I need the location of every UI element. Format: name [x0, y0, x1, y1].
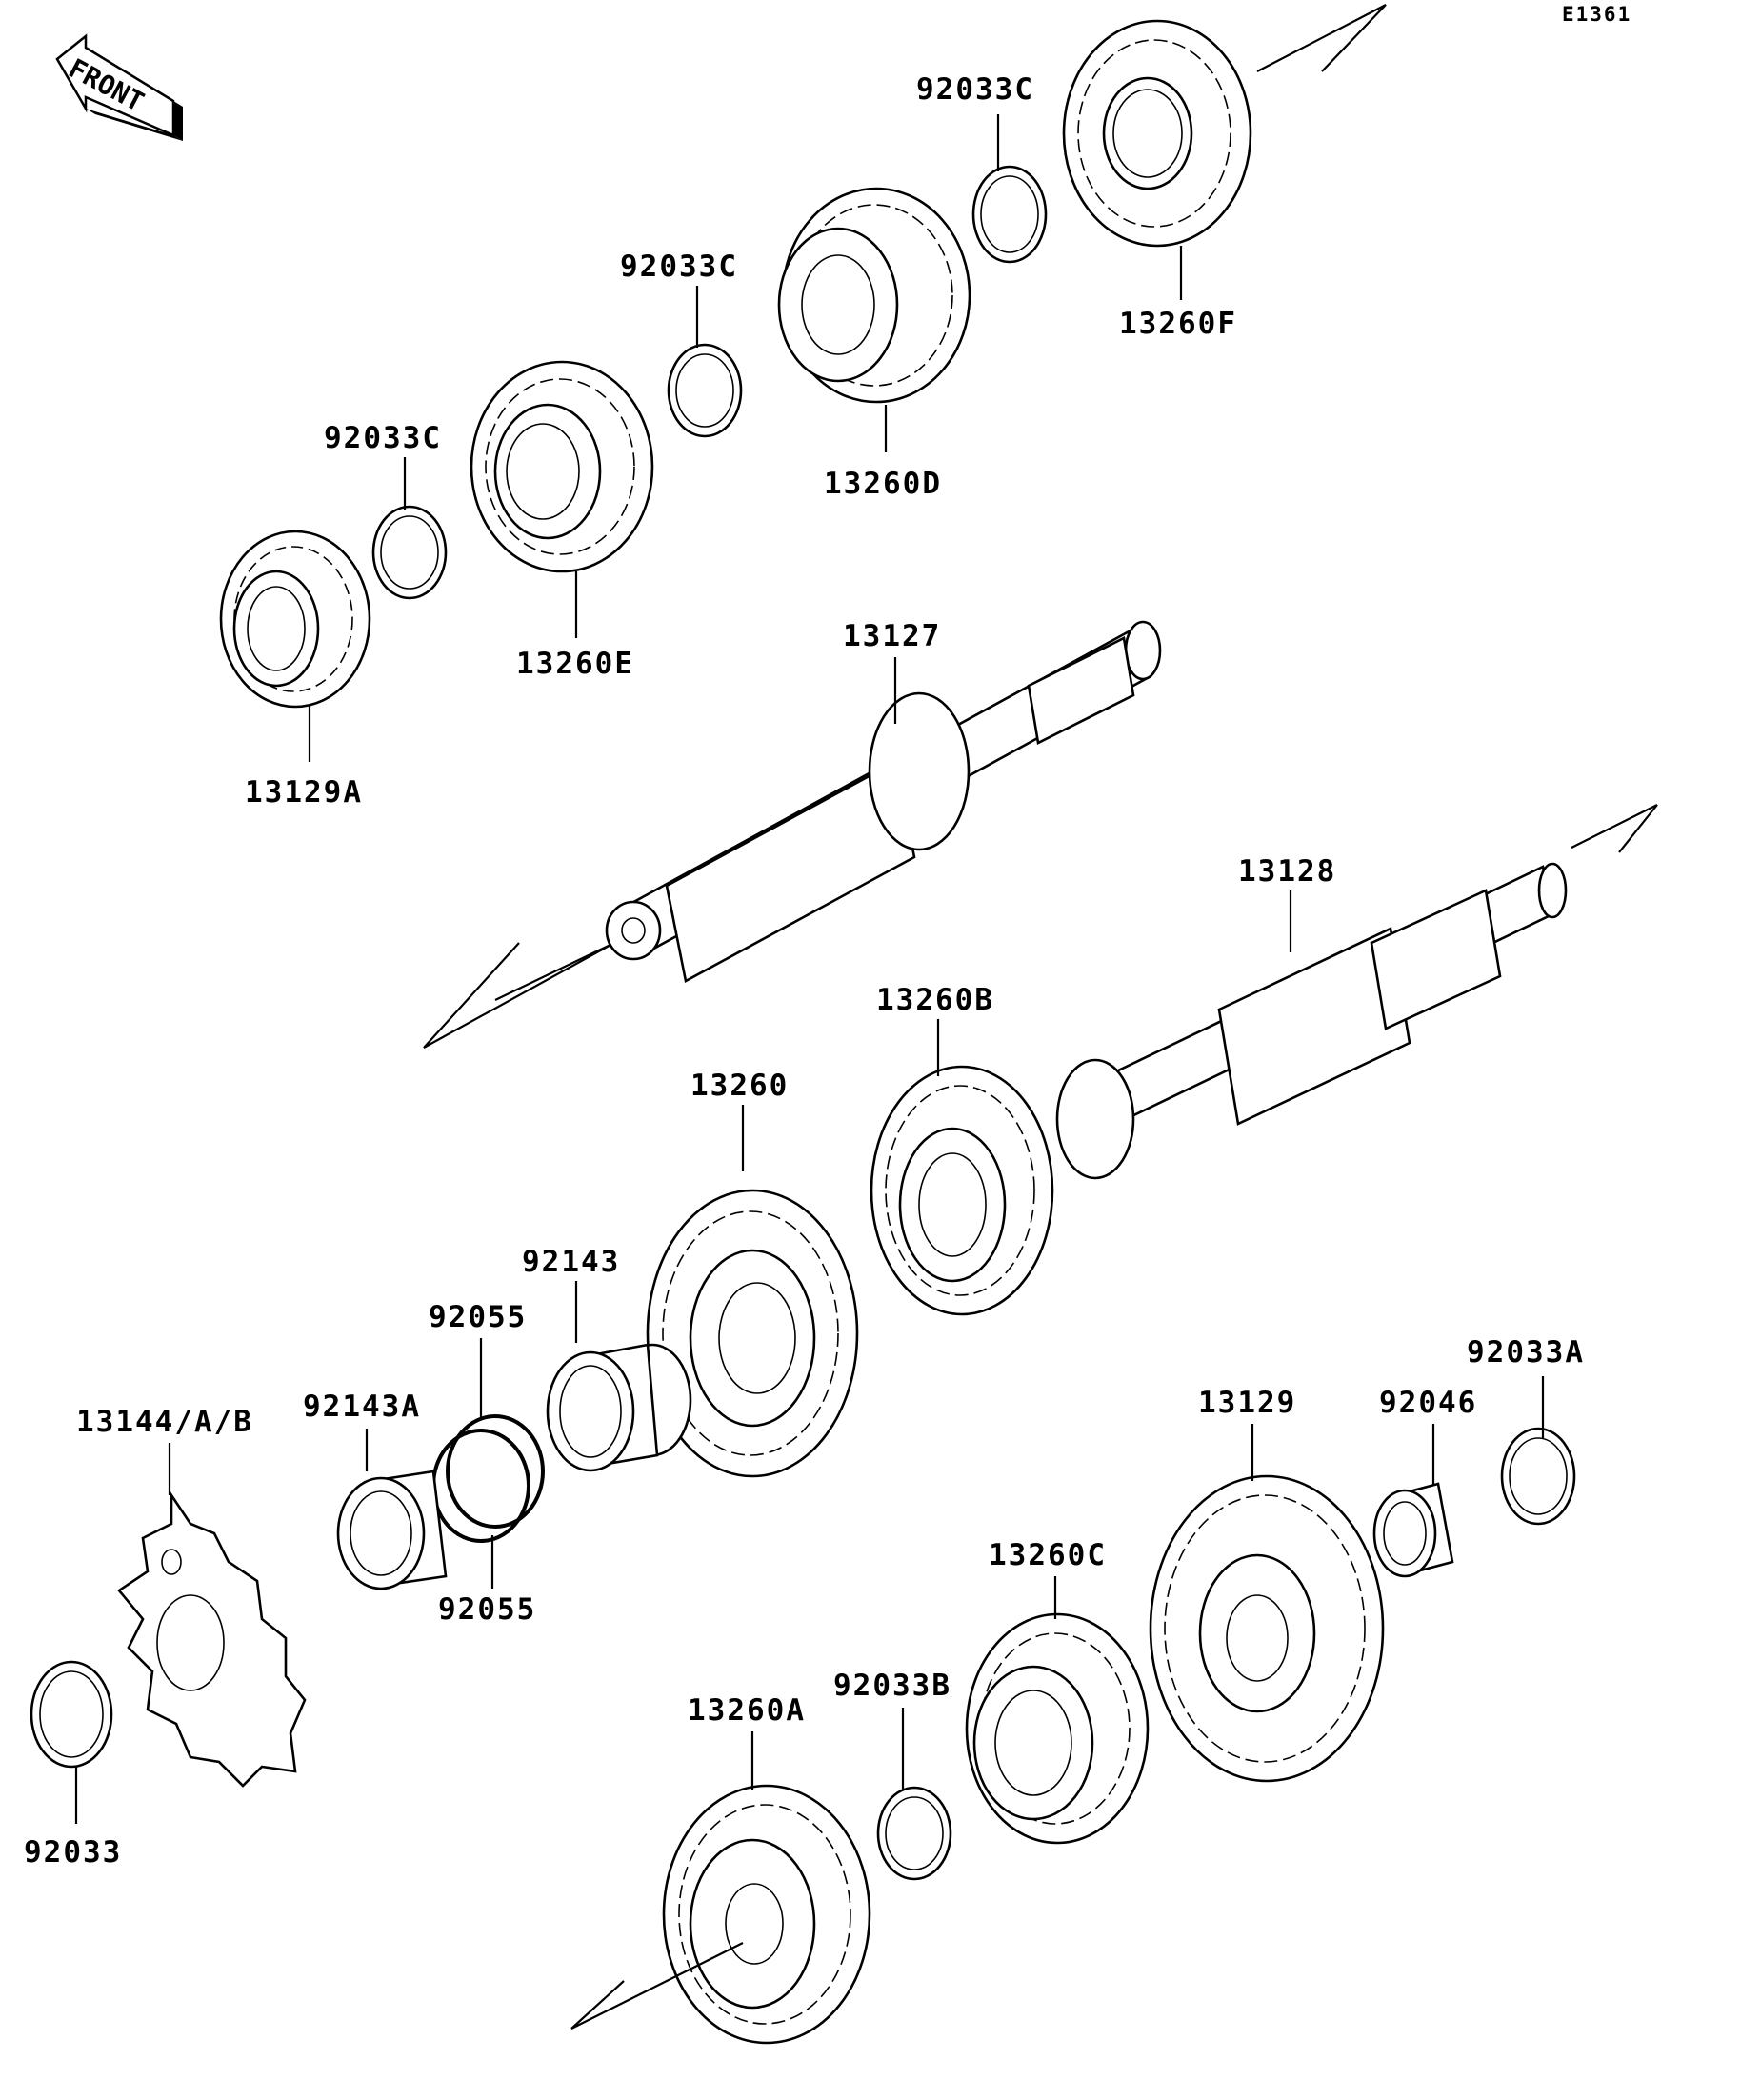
gear-13129 [1149, 1474, 1385, 1783]
label-92033C-middle: 92033C [620, 250, 738, 284]
circlip-92033A [1500, 1427, 1576, 1526]
label-92143: 92143 [522, 1245, 620, 1279]
middle-axis-lines [1571, 804, 1658, 853]
circlip-92033B [876, 1786, 952, 1881]
label-13260D: 13260D [824, 467, 942, 501]
label-92055-top: 92055 [429, 1300, 527, 1334]
shaft-13127 [605, 620, 1162, 983]
circlip-92033C-top [971, 165, 1048, 264]
collar-92143 [546, 1343, 692, 1472]
label-13260F: 13260F [1119, 307, 1237, 341]
circlip-92033 [30, 1660, 113, 1769]
gear-13260B [870, 1065, 1054, 1316]
label-13129A: 13129A [245, 775, 363, 810]
shaft-13128 [1055, 862, 1568, 1180]
label-13144: 13144/A/B [76, 1405, 253, 1439]
label-13260E: 13260E [516, 647, 634, 681]
leader-lines [74, 114, 1545, 1824]
gear-13260E [470, 360, 654, 573]
label-13260B: 13260B [876, 983, 994, 1017]
part-labels: 92033C 13260F 92033C 13260D 92033C 13260… [24, 72, 1585, 1870]
front-arrow-icon: FRONT [55, 33, 183, 141]
label-92033C-top: 92033C [916, 72, 1034, 107]
label-92033B: 92033B [833, 1669, 951, 1703]
circlip-92033C-middle [667, 343, 743, 438]
label-92143A: 92143A [303, 1390, 421, 1424]
label-13128: 13128 [1238, 854, 1336, 889]
upper-axis-lines [423, 4, 1387, 1049]
label-13260C: 13260C [989, 1538, 1107, 1572]
circlip-92033C-lower [371, 505, 448, 600]
collar-92143A [336, 1470, 448, 1590]
gear-13260F [1062, 19, 1252, 248]
gear-13260C [965, 1612, 1150, 1845]
gear-13129A [219, 530, 371, 709]
label-92033: 92033 [24, 1835, 122, 1870]
lower-axis-lines [570, 1942, 744, 2030]
ring-92055 [431, 1414, 545, 1543]
label-92033C-lower: 92033C [324, 421, 442, 455]
label-92046: 92046 [1379, 1386, 1477, 1420]
gear-13260 [646, 1189, 859, 1478]
gear-13260D [777, 187, 971, 404]
label-92033A: 92033A [1467, 1335, 1585, 1370]
needle-bearing-92046 [1372, 1482, 1454, 1578]
gear-13260A [662, 1784, 871, 2045]
label-92055-bottom: 92055 [438, 1592, 536, 1627]
sprocket-13144 [117, 1490, 307, 1788]
diagram-code: E1361 [1562, 3, 1631, 26]
label-13260A: 13260A [688, 1693, 806, 1728]
label-13260: 13260 [690, 1069, 789, 1103]
label-13127: 13127 [843, 619, 941, 653]
label-13129: 13129 [1198, 1386, 1296, 1420]
